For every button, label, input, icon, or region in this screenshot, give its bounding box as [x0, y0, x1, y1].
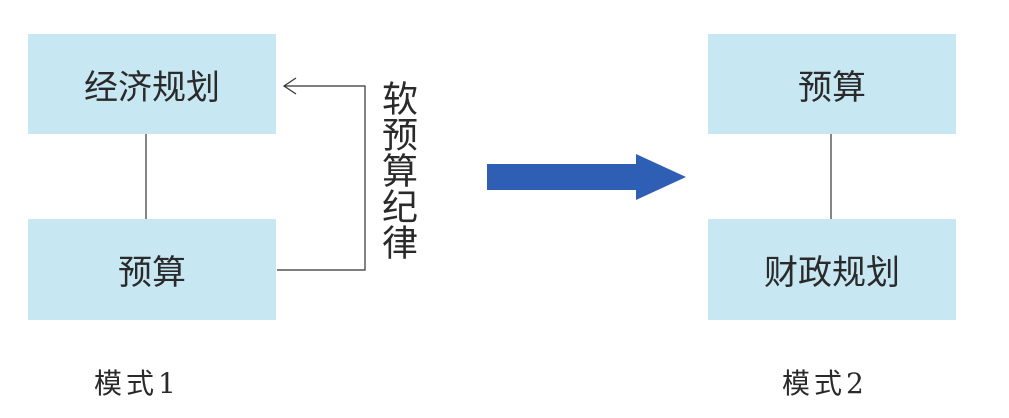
mode1-caption: 模式1	[94, 367, 180, 400]
right-arrow-icon	[487, 154, 686, 200]
mode1-budget-box: 预算	[28, 219, 276, 320]
mode2-budget-box: 预算	[708, 34, 956, 134]
feedback-loop-line	[277, 85, 366, 271]
mode2-fiscal-planning-box: 财政规划	[708, 219, 956, 320]
mode2-top-box-label: 预算	[798, 67, 866, 108]
mode1-economic-planning-box: 经济规划	[28, 34, 276, 134]
mode1-top-box-label: 经济规划	[84, 67, 220, 108]
mode2-bottom-box-label: 财政规划	[764, 253, 900, 293]
feedback-arrowhead-icon	[282, 77, 297, 95]
mode2-caption: 模式2	[782, 367, 868, 400]
mode1-bottom-box-label: 预算	[118, 253, 186, 293]
soft-budget-constraint-label: 软预算纪律	[376, 80, 417, 260]
